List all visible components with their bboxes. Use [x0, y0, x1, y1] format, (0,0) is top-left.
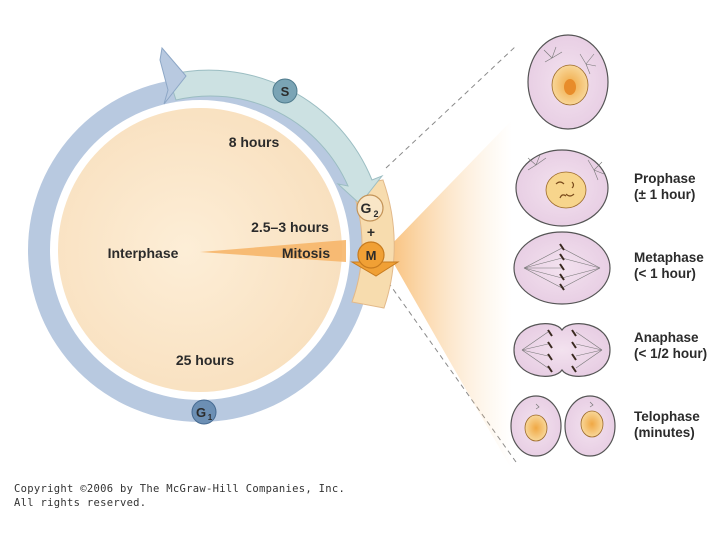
phase-label-telophase: Telophase (minutes) [634, 409, 700, 441]
plus-sign: + [367, 224, 375, 240]
cell-anaphase [513, 323, 611, 377]
cell-early-prophase [527, 34, 609, 130]
s-badge-label: S [281, 84, 290, 99]
g1-badge-subscript: 1 [208, 413, 213, 422]
interphase-interior [58, 108, 342, 392]
mitosis-fan [386, 120, 512, 470]
phase-duration: (± 1 hour) [634, 187, 696, 202]
g2-duration: 2.5–3 hours [251, 219, 329, 235]
g1-arrowhead [159, 46, 187, 105]
interphase-label: Interphase [108, 245, 179, 261]
g2-badge-subscript: 2 [373, 209, 378, 219]
phase-duration: (< 1/2 hour) [634, 346, 708, 361]
cell-telophase [510, 395, 616, 457]
copyright-line: Copyright ©2006 by The McGraw-Hill Compa… [14, 483, 346, 495]
phase-label-anaphase: Anaphase (< 1/2 hour) [634, 330, 707, 362]
phase-label-prophase: Prophase (± 1 hour) [634, 171, 696, 203]
g1-duration: 25 hours [176, 352, 235, 368]
projection-line-top [385, 45, 517, 169]
s-duration: 8 hours [229, 134, 280, 150]
cell-metaphase [513, 231, 611, 305]
g1-badge-label: G [196, 405, 206, 420]
phase-name: Metaphase [634, 250, 704, 265]
phase-name: Anaphase [634, 330, 699, 345]
g1-badge [191, 399, 217, 425]
copyright-notice: Copyright ©2006 by The McGraw-Hill Compa… [14, 482, 345, 510]
cell-prophase [515, 149, 609, 227]
phase-name: Telophase [634, 409, 700, 424]
rights-line: All rights reserved. [14, 497, 147, 509]
g2-badge-label: G [361, 200, 372, 216]
phase-duration: (minutes) [634, 425, 695, 440]
mitosis-label: Mitosis [282, 245, 330, 261]
g2-badge [356, 194, 384, 222]
phase-label-metaphase: Metaphase (< 1 hour) [634, 250, 704, 282]
phase-duration: (< 1 hour) [634, 266, 696, 281]
s-badge [272, 78, 298, 104]
m-badge-label: M [366, 248, 377, 263]
mitosis-wedge [200, 240, 346, 262]
phase-name: Prophase [634, 171, 696, 186]
m-badge [357, 241, 385, 269]
